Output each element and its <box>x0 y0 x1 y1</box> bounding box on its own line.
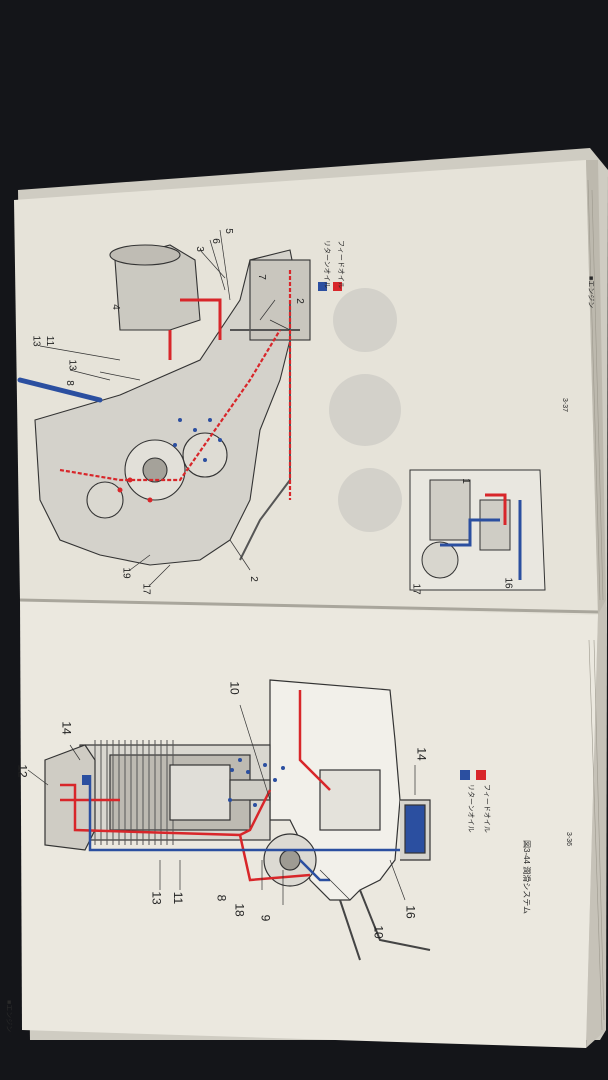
callout-2-right-bottom: 2 <box>247 576 259 582</box>
callout-10-bottom: 10 <box>371 925 386 939</box>
page-number-left: 3-36 <box>565 832 572 847</box>
legend-return-label-right: リターンオイル <box>323 240 330 289</box>
callout-9: 9 <box>258 914 273 922</box>
page-number-right: 3-37 <box>561 398 568 413</box>
callout-1: 1 <box>459 478 471 484</box>
legend-feed-label-left: フィードオイル <box>483 784 490 833</box>
callout-13-right-b: 13 <box>66 359 78 371</box>
running-header-left: ■エンジン <box>5 1000 12 1033</box>
callout-8-left: 8 <box>214 894 229 902</box>
callout-18: 18 <box>232 903 247 917</box>
callout-6: 6 <box>209 238 221 244</box>
callout-19: 19 <box>120 567 132 579</box>
legend-return-swatch-right <box>318 282 327 291</box>
inset-diagram <box>409 469 546 591</box>
callout-12: 12 <box>15 764 30 778</box>
faded-back-diagrams <box>329 288 402 532</box>
callout-2-right-top: 2 <box>293 298 305 304</box>
callout-3: 3 <box>193 246 205 252</box>
callout-14-bottom: 14 <box>414 747 429 761</box>
callout-5: 5 <box>222 228 234 234</box>
engine-section-diagram <box>44 679 431 961</box>
callout-11-left: 11 <box>171 891 186 905</box>
callout-16-inset: 16 <box>502 577 514 589</box>
callout-13-left: 13 <box>149 891 164 905</box>
callout-4: 4 <box>109 304 121 310</box>
figure-caption: 図3-44 潤滑システム <box>522 840 531 914</box>
legend-feed-label-right: フィードオイル <box>337 240 344 289</box>
callout-11-right: 11 <box>44 335 56 347</box>
callout-10-top: 10 <box>227 681 242 695</box>
legend-return-label-left: リターンオイル <box>467 784 474 833</box>
running-header-right: ■エンジン <box>587 276 594 309</box>
callout-16-left: 16 <box>403 905 418 919</box>
legend-return-swatch-left <box>460 770 470 780</box>
callout-14-top: 14 <box>59 721 74 735</box>
legend-feed-swatch-right <box>333 282 342 291</box>
callout-17-inset: 17 <box>410 583 422 595</box>
legend-feed-swatch-left <box>476 770 486 780</box>
callout-8-right: 8 <box>63 380 75 386</box>
dipstick <box>17 377 103 403</box>
callout-7: 7 <box>255 274 267 280</box>
callout-17-right: 17 <box>140 583 152 595</box>
callout-13-right-a: 13 <box>30 335 42 347</box>
engine-cutaway-diagram <box>34 244 311 566</box>
